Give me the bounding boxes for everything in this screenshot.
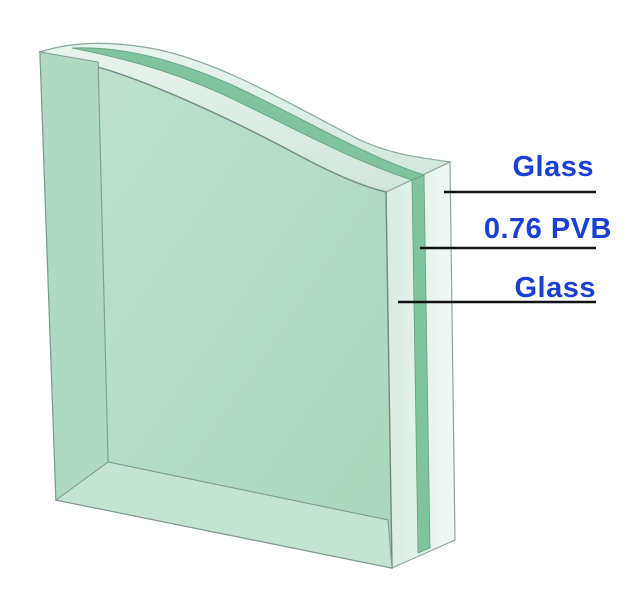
pvb-top-strip	[71, 47, 426, 181]
label-pvb: 0.76 PVB	[484, 213, 612, 245]
label-top-glass: Glass	[513, 151, 595, 183]
label-bottom-glass: Glass	[515, 272, 597, 304]
glass-left-bevel-face	[39, 51, 109, 501]
layer-labels: Glass 0.76 PVB Glass	[484, 151, 612, 304]
front-glass-pane	[39, 51, 393, 569]
pvb-interlayer	[71, 47, 431, 554]
leader-lines	[398, 190, 596, 304]
